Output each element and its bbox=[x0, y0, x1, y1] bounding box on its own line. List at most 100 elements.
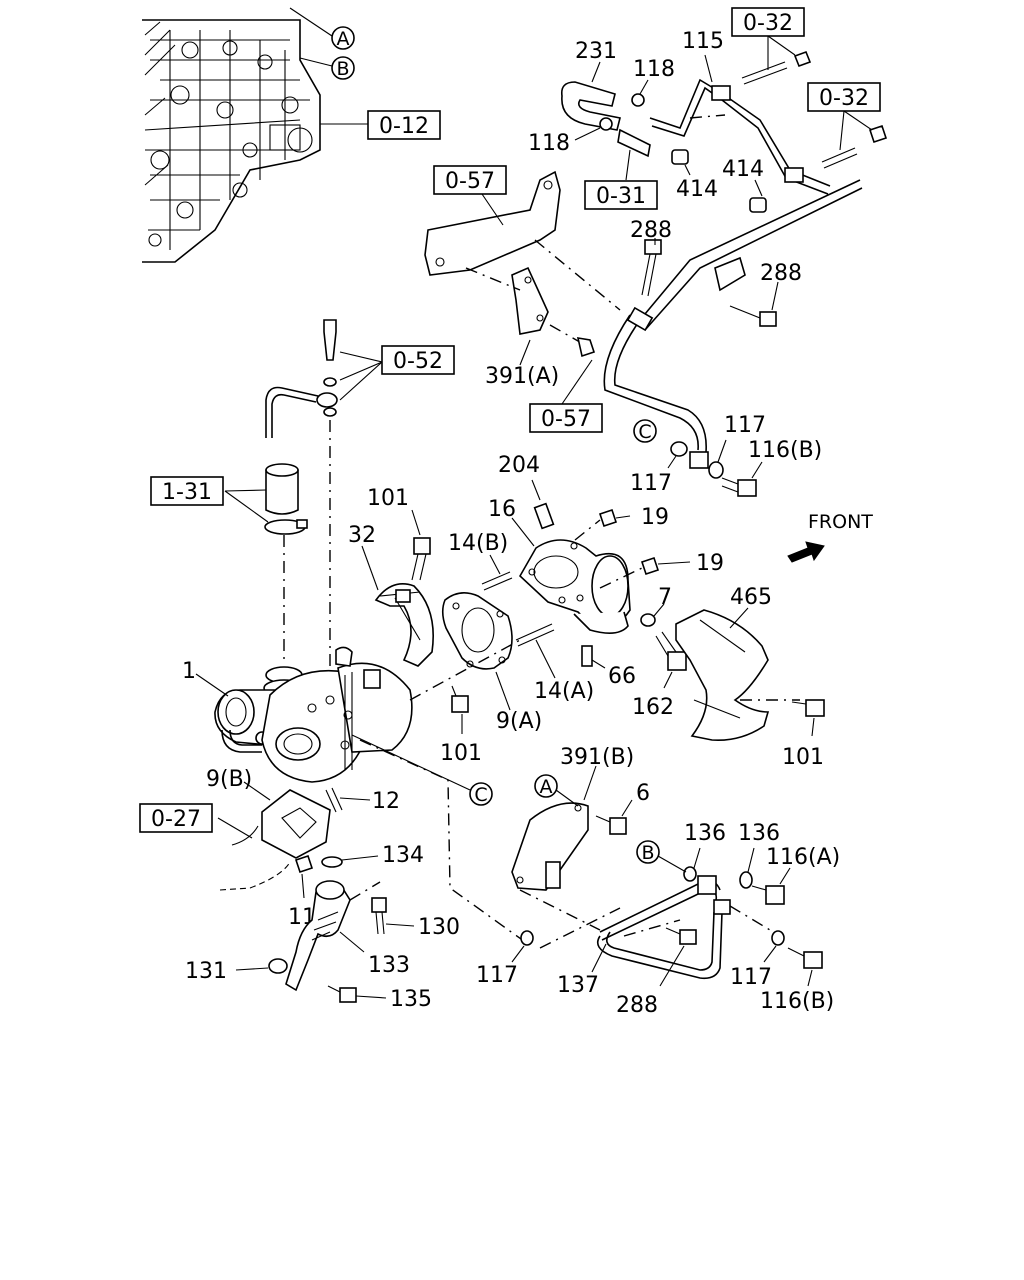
leader-117-left bbox=[667, 455, 677, 469]
leader-288-bot bbox=[659, 945, 685, 987]
leader-137 bbox=[591, 943, 607, 973]
callout-136-b: 136 bbox=[738, 821, 780, 846]
leader-130 bbox=[385, 923, 415, 927]
ref-box-0-12: 0-12 bbox=[367, 110, 441, 140]
bolt-288-bot-drawing bbox=[665, 927, 697, 945]
front-arrow-icon bbox=[787, 541, 825, 563]
pin-66-drawing bbox=[581, 645, 593, 667]
gasket-9b-drawing bbox=[261, 789, 331, 859]
leader-0-57-mid bbox=[561, 359, 593, 405]
nut-11-drawing bbox=[294, 854, 314, 874]
leader-0-27 bbox=[217, 817, 253, 839]
ref-box-0-32-b: 0-32 bbox=[807, 82, 881, 112]
bolt-116b-top-drawing bbox=[721, 477, 757, 497]
leader-66 bbox=[591, 659, 606, 669]
leader-115 bbox=[704, 54, 713, 83]
ref-box-0-27: 0-27 bbox=[139, 803, 213, 833]
washer-117-left-drawing bbox=[670, 441, 688, 457]
leader-118-top bbox=[639, 79, 649, 95]
circle-ref-a-bracket: A bbox=[534, 774, 558, 798]
callout-391b: 391(B) bbox=[560, 745, 634, 770]
leader-0-32-b-2 bbox=[843, 110, 873, 131]
leader-0-52-1 bbox=[339, 351, 383, 363]
leader-136-b bbox=[747, 847, 755, 873]
leader-117-top bbox=[717, 439, 727, 463]
dashline-19a bbox=[574, 519, 601, 541]
stud-0-32-a-drawing bbox=[741, 50, 812, 85]
leader-0-31 bbox=[625, 149, 631, 181]
leader-11 bbox=[301, 873, 305, 899]
svg-text:0-32: 0-32 bbox=[819, 86, 869, 111]
circle-ref-b-pipe: B bbox=[636, 840, 660, 864]
washer-117-bot-drawing bbox=[520, 930, 534, 946]
circle-ref-b-engine: B bbox=[331, 56, 355, 80]
heat-shield-32-drawing bbox=[374, 583, 434, 667]
leader-414-a bbox=[684, 164, 691, 176]
callout-6: 6 bbox=[636, 781, 650, 806]
callout-117-bot: 117 bbox=[476, 963, 518, 988]
washer-136-b-drawing bbox=[739, 871, 753, 889]
bolt-101-mid-drawing bbox=[451, 685, 469, 713]
svg-text:0-27: 0-27 bbox=[151, 807, 201, 832]
callout-117-top: 117 bbox=[724, 413, 766, 438]
callout-66: 66 bbox=[608, 664, 636, 689]
circle-ref-c-turbo: C bbox=[469, 782, 493, 806]
turbocharger-drawing bbox=[214, 646, 413, 783]
return-pipe-banjo-right bbox=[713, 899, 731, 915]
exhaust-elbow-16-drawing bbox=[518, 539, 631, 634]
leader-19-a bbox=[615, 515, 631, 519]
front-label: FRONT bbox=[808, 511, 873, 533]
circle-ref-c-top: C bbox=[633, 419, 657, 443]
svg-text:0-32: 0-32 bbox=[743, 11, 793, 36]
callout-414-b: 414 bbox=[722, 157, 764, 182]
leader-1-31-2 bbox=[224, 490, 269, 523]
callout-116a: 116(A) bbox=[766, 845, 840, 870]
washer-7-drawing bbox=[640, 613, 656, 627]
callout-117-left: 117 bbox=[630, 471, 672, 496]
leader-32 bbox=[361, 545, 379, 591]
washer-117-bot-right-drawing bbox=[771, 930, 785, 946]
sleeve-414-b-drawing bbox=[749, 197, 767, 213]
return-pipe-banjo-top bbox=[697, 875, 717, 895]
callout-117-bot-right: 117 bbox=[730, 965, 772, 990]
leader-116b-top bbox=[751, 461, 763, 479]
svg-text:0-57: 0-57 bbox=[445, 169, 495, 194]
svg-text:C: C bbox=[474, 784, 487, 806]
leader-288-right bbox=[771, 281, 779, 311]
dashline-bracket-top bbox=[465, 267, 521, 291]
leader-231 bbox=[591, 61, 601, 83]
sleeve-414-a-drawing bbox=[671, 149, 689, 165]
callout-231: 231 bbox=[575, 39, 617, 64]
leader-a-bracket bbox=[555, 789, 579, 807]
leader-1-31-1 bbox=[224, 489, 267, 492]
oil-feed-pipe-upper-a bbox=[639, 179, 861, 321]
dashline-banjo-right bbox=[729, 905, 781, 937]
callout-116b-bot: 116(B) bbox=[760, 989, 834, 1014]
bolt-130-drawing bbox=[371, 897, 387, 935]
ref-box-0-31: 0-31 bbox=[584, 180, 658, 210]
stud-14a-drawing bbox=[515, 623, 555, 647]
dashline-turbo-elbow bbox=[409, 639, 521, 701]
oil-feed-pipe-upper-b bbox=[644, 187, 863, 331]
callout-9a: 9(A) bbox=[496, 709, 542, 734]
callout-14b: 14(B) bbox=[448, 531, 508, 556]
ref-box-0-32-a: 0-32 bbox=[731, 7, 805, 37]
leader-391a bbox=[519, 339, 531, 366]
callout-1: 1 bbox=[182, 659, 196, 684]
dashline-115 bbox=[689, 114, 726, 119]
manifold-outline-a bbox=[231, 825, 259, 846]
dashline-288-bot bbox=[623, 919, 681, 937]
oil-feed-pipe-a bbox=[603, 314, 699, 451]
engine-block-drawing bbox=[142, 19, 321, 263]
callout-19-a: 19 bbox=[641, 505, 669, 530]
pipe-clamp-a bbox=[626, 306, 654, 332]
callout-16: 16 bbox=[488, 497, 516, 522]
bolt-288-top-drawing bbox=[641, 239, 662, 297]
pipe-115-clamp-a bbox=[711, 85, 731, 101]
bolt-135-drawing bbox=[327, 985, 357, 1003]
callout-135: 135 bbox=[390, 987, 432, 1012]
clip-118-top-drawing bbox=[631, 93, 645, 107]
washer-117-top-drawing bbox=[708, 461, 724, 479]
bracket-391b-drawing bbox=[511, 802, 589, 891]
